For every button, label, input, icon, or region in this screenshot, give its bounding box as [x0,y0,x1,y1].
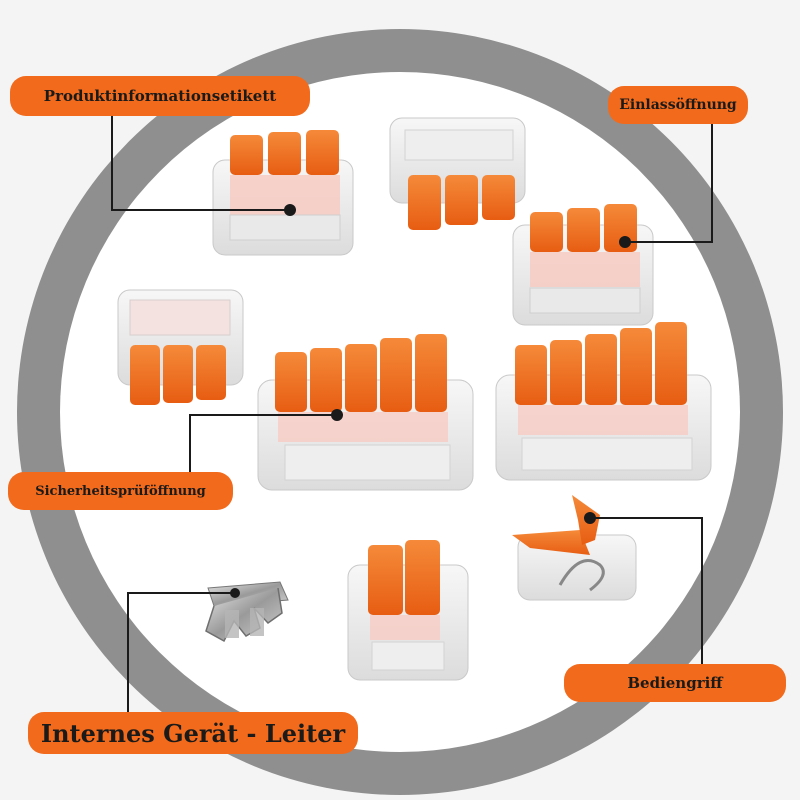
leader-lines [111,116,713,712]
label-operating-handle: Bediengriff [564,664,786,702]
connector-3-lever-a [212,130,354,256]
single-clip [512,495,637,601]
connector-3-lever-c [512,204,654,326]
label-internal-conductor: Internes Gerät - Leiter [28,712,358,754]
internal-conductor-part [205,581,289,643]
leader-dots [230,204,631,598]
connector-5-lever-b [495,322,712,481]
connector-5-lever-a [257,334,474,491]
connector-3-lever-b [389,117,526,230]
label-product-info: Produktinformationsetikett [10,76,310,116]
label-inlet: Einlassöffnung [608,86,748,124]
connector-3-lever-d [117,289,244,405]
label-safety-check: Sicherheitsprüföffnung [8,472,233,510]
connector-2-lever [347,540,469,681]
